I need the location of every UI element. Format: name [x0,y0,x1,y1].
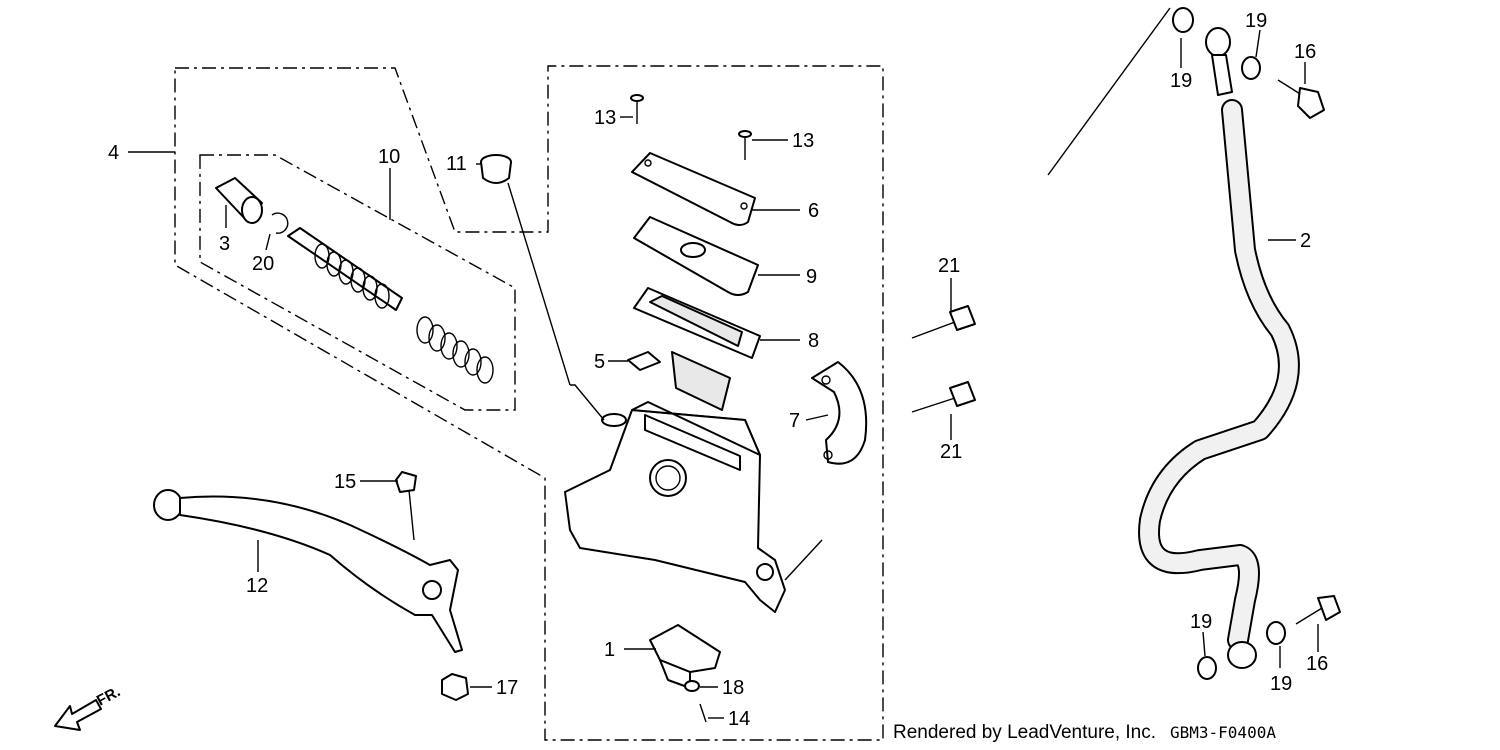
plate-part-5 [627,351,661,371]
label-13-top: 13 [594,107,616,129]
label-3: 3 [219,233,230,255]
label-4: 4 [108,142,119,164]
label-19-top-left: 19 [1170,70,1192,92]
label-21-bottom: 21 [940,441,962,463]
bolt-part-21-top [911,305,976,339]
washer-part-19-d [1197,656,1217,680]
brake-hose-part-2 [1138,99,1300,651]
nut-part-17 [441,673,469,701]
label-9: 9 [806,266,817,288]
holder-part-7 [811,361,868,465]
label-5: 5 [594,351,605,373]
washer-part-19-c [1266,621,1286,645]
banjo-fitting-top [1205,27,1233,96]
screw-part-13-top [630,94,644,124]
label-18: 18 [722,677,744,699]
screw-part-14 [699,703,707,723]
label-16-bottom: 16 [1306,653,1328,675]
assembly-4-outline [174,65,884,741]
master-cylinder-body [564,384,823,613]
hose-routing-line [1047,7,1171,176]
kit-10-outline [199,154,516,411]
bolt-part-15 [395,471,417,541]
label-20: 20 [252,253,274,275]
piston-part-10 [287,227,403,311]
label-11: 11 [446,153,467,175]
label-7: 7 [789,410,800,432]
cap-part-11 [480,154,571,386]
washer-part-19-a [1172,7,1194,33]
boot-part-3 [215,177,263,224]
washer-part-19-b [1241,56,1261,80]
label-13-right: 13 [792,130,814,152]
diagram-code: GBM3-F0400A [1170,723,1276,742]
front-direction-arrow: FR. [54,683,123,731]
lever-part-12 [153,489,463,653]
bolt-part-21-bottom [911,381,976,413]
label-19-top-right: 19 [1245,10,1267,32]
label-19-bottom-left: 19 [1190,611,1212,633]
switch-part-1 [649,624,721,689]
bolt-part-16-bottom [1295,595,1341,625]
cover-part-6 [631,152,756,226]
label-16-top: 16 [1294,41,1316,63]
part-labels: 1 2 3 4 5 6 7 8 9 10 11 12 13 13 14 15 1… [108,10,1328,730]
label-12: 12 [246,575,268,597]
label-15: 15 [334,471,356,493]
label-14: 14 [728,708,750,730]
label-17: 17 [496,677,518,699]
label-6: 6 [808,200,819,222]
plate-part-9 [633,216,759,296]
label-10: 10 [378,146,400,168]
bolt-part-16-top [1277,79,1325,119]
label-8: 8 [808,330,819,352]
screw-part-13-right [738,130,752,160]
label-1: 1 [604,639,615,661]
circlip-part-20 [271,212,289,234]
banjo-fitting-bottom [1227,641,1257,669]
label-19-bottom-right: 19 [1270,673,1292,695]
diaphragm-part-8 [633,287,761,411]
spring [416,316,494,384]
washer-part-18 [684,680,700,692]
label-2: 2 [1300,230,1311,252]
label-21-top: 21 [938,255,960,277]
leader-lines [128,29,1319,719]
render-credit: Rendered by LeadVenture, Inc. [893,722,1156,743]
